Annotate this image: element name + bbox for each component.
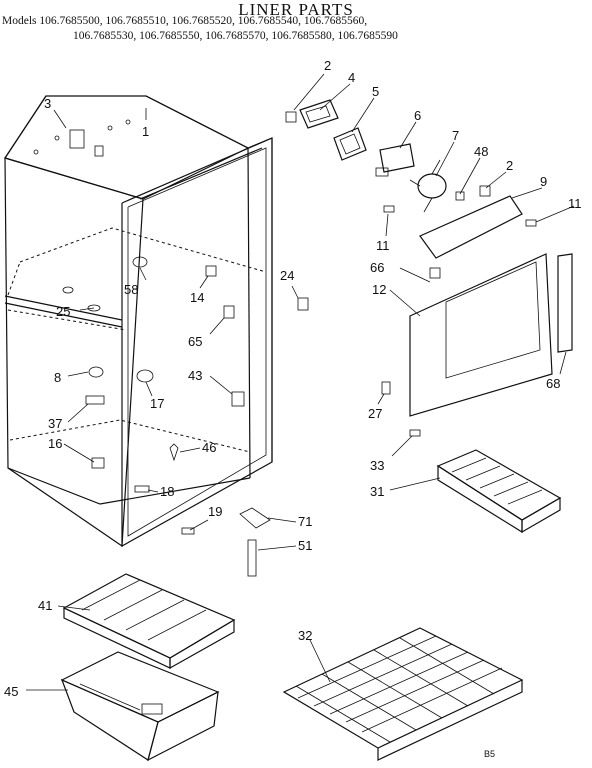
callout-24: 24 bbox=[280, 268, 294, 283]
callout-12: 12 bbox=[372, 282, 386, 297]
callout-7: 7 bbox=[452, 128, 459, 143]
callout-numbers: 2 4 5 6 7 48 2 9 11 11 66 12 68 27 33 31… bbox=[4, 58, 582, 699]
diagram-title: LINER PARTS bbox=[238, 0, 354, 19]
crisper-pan bbox=[60, 651, 220, 762]
callout-27: 27 bbox=[368, 406, 382, 421]
callout-45: 45 bbox=[4, 684, 18, 699]
callout-16: 16 bbox=[48, 436, 62, 451]
callout-71: 71 bbox=[298, 514, 312, 529]
callout-14: 14 bbox=[190, 290, 204, 305]
callout-46: 46 bbox=[202, 440, 216, 455]
callout-3: 3 bbox=[44, 96, 51, 111]
callout-4: 4 bbox=[348, 70, 355, 85]
callout-43: 43 bbox=[188, 368, 202, 383]
model-numbers-line-2: 106.7685530, 106.7685550, 106.7685570, 1… bbox=[73, 30, 398, 42]
callout-33: 33 bbox=[370, 458, 384, 473]
callout-19: 19 bbox=[208, 504, 222, 519]
callout-11-left: 11 bbox=[376, 238, 390, 253]
wire-shelf bbox=[282, 627, 524, 761]
callout-51: 51 bbox=[298, 538, 312, 553]
callout-25: 25 bbox=[56, 304, 70, 319]
callout-8: 8 bbox=[54, 370, 61, 385]
callout-2-right: 2 bbox=[506, 158, 513, 173]
callout-66: 66 bbox=[370, 260, 384, 275]
callout-leaders bbox=[26, 73, 575, 691]
model-numbers: Models 106.7685500, 106.7685510, 106.768… bbox=[2, 14, 590, 44]
callout-9: 9 bbox=[540, 174, 547, 189]
ice-tray bbox=[436, 449, 562, 534]
callout-11-right: 11 bbox=[568, 196, 582, 211]
model-numbers-line-1: Models 106.7685500, 106.7685510, 106.768… bbox=[2, 15, 368, 27]
callout-17: 17 bbox=[150, 396, 164, 411]
callout-37: 37 bbox=[48, 416, 62, 431]
callout-1: 1 bbox=[142, 124, 149, 139]
callout-48: 48 bbox=[474, 144, 488, 159]
callout-2-top: 2 bbox=[324, 58, 331, 73]
callout-58: 58 bbox=[124, 282, 138, 297]
callout-65: 65 bbox=[188, 334, 202, 349]
callout-31: 31 bbox=[370, 484, 384, 499]
callout-32: 32 bbox=[298, 628, 312, 643]
hinge-parts bbox=[239, 507, 271, 577]
callout-6: 6 bbox=[414, 108, 421, 123]
callout-18: 18 bbox=[160, 484, 174, 499]
callout-5: 5 bbox=[372, 84, 379, 99]
shelf-tray bbox=[62, 573, 236, 670]
air-duct-panel bbox=[381, 253, 573, 437]
cabinet-liner bbox=[4, 95, 309, 548]
callout-68: 68 bbox=[546, 376, 560, 391]
callout-41: 41 bbox=[38, 598, 52, 613]
page-code: B5 bbox=[484, 749, 496, 759]
fan-assembly-group bbox=[285, 99, 537, 259]
